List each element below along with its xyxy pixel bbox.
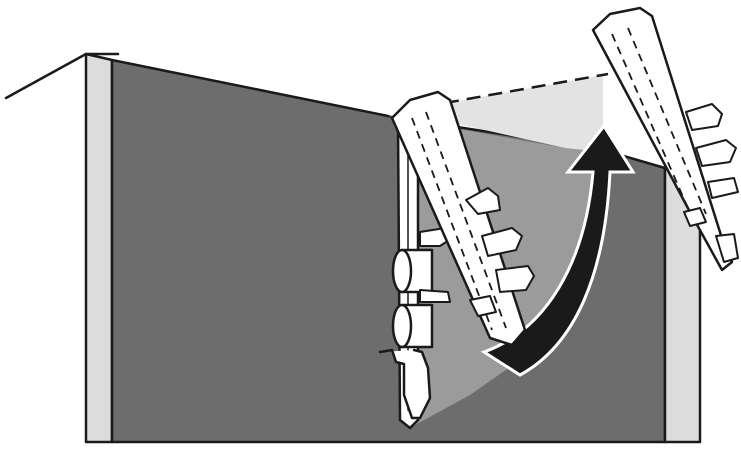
rotate-arrow-icon <box>480 123 636 377</box>
clip-arm-opened <box>591 6 739 272</box>
clip-roller-upper <box>391 248 434 294</box>
left-frame-edge <box>84 52 114 444</box>
clip-arm-tilted <box>390 90 535 347</box>
opened-edge-dashed-line <box>444 72 609 105</box>
open-position-ghost <box>388 75 603 150</box>
clip-roller-lower <box>391 303 434 349</box>
